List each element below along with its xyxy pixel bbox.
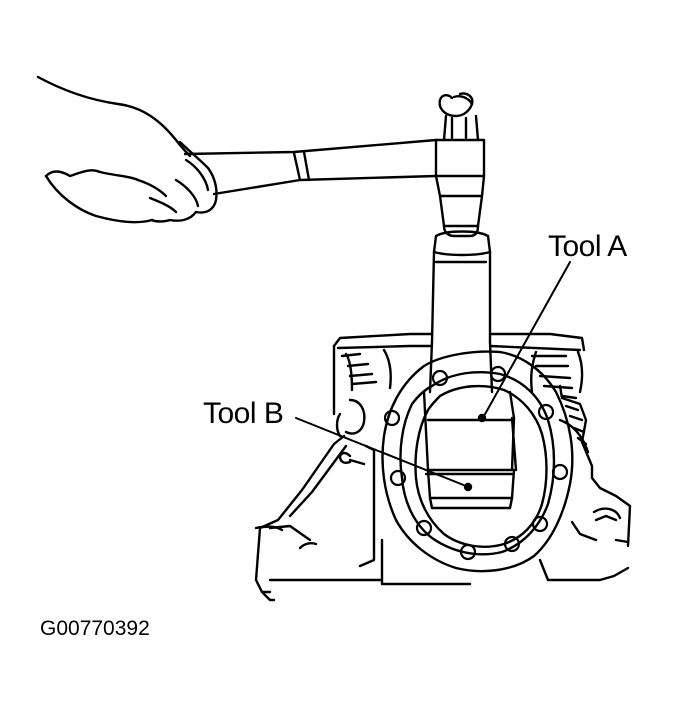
tool-b-label: Tool B — [203, 397, 284, 430]
tool-a-leader — [484, 262, 570, 416]
tool-a-label: Tool A — [548, 230, 627, 263]
figure-id: G00770392 — [40, 617, 150, 640]
flange — [383, 352, 573, 571]
housing-body — [256, 346, 630, 600]
tool-b-leader — [296, 418, 466, 486]
bolt-holes — [385, 367, 567, 559]
tool-a-shape — [424, 342, 516, 470]
hammer — [185, 93, 484, 236]
leader-lines — [296, 262, 570, 486]
hand — [38, 77, 217, 222]
driver-tool — [432, 232, 490, 343]
housing-top — [334, 334, 584, 392]
tool-b-shape — [426, 470, 514, 508]
